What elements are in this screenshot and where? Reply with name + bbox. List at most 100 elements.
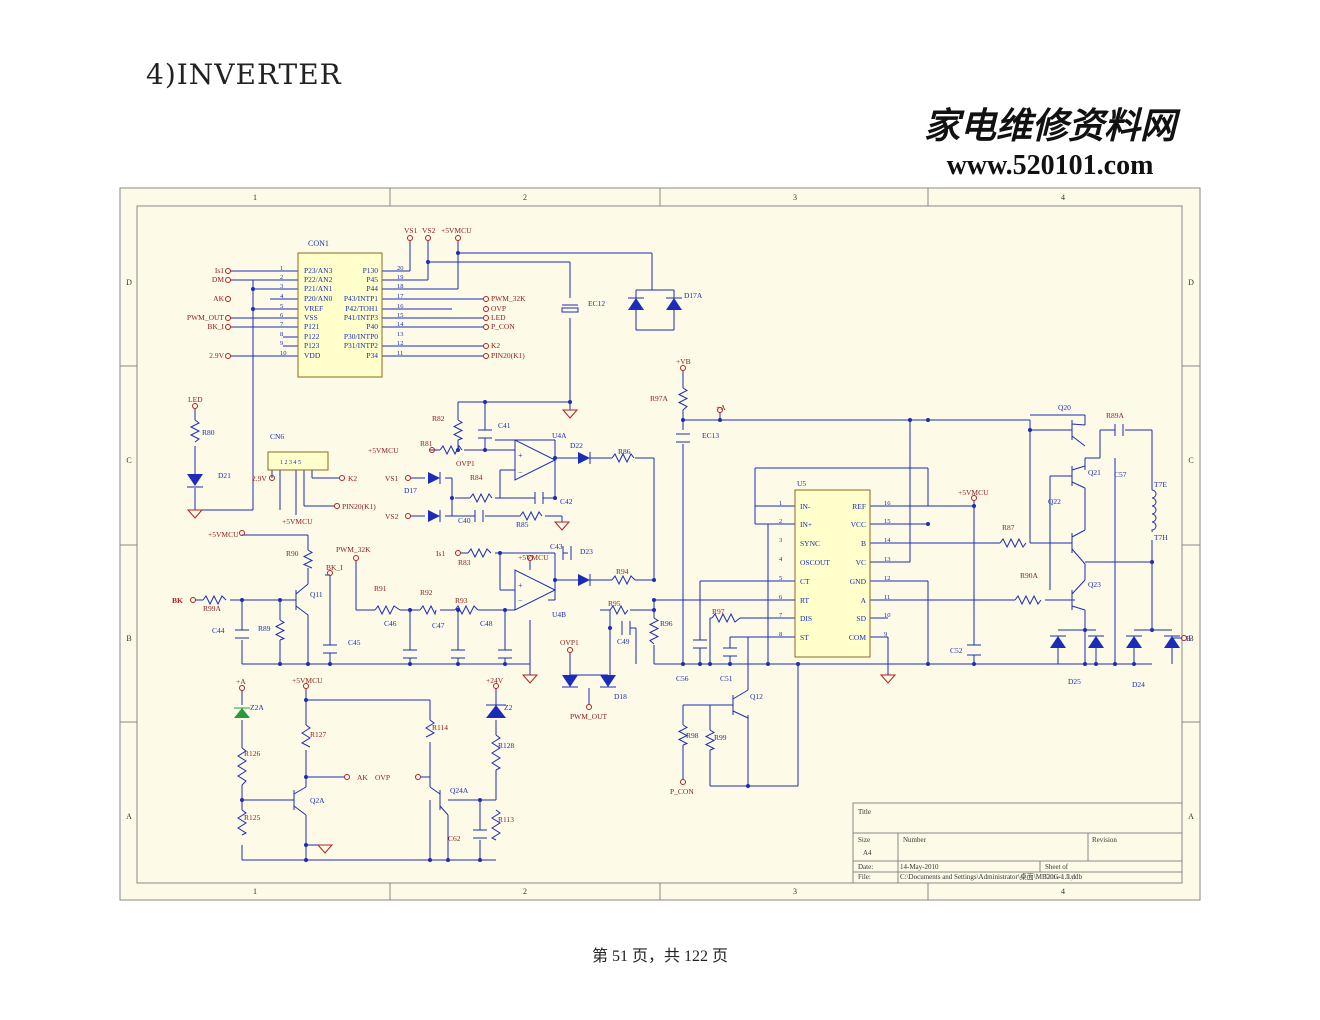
con1-right-pin-num: 11: [397, 350, 403, 357]
col-label: 2: [523, 887, 527, 896]
con1-left-pin-num: 9: [280, 340, 283, 347]
u5-left-pin-name: SYNC: [800, 539, 820, 548]
con1-right-pin-num: 17: [397, 293, 404, 300]
con1-left-pin-name: P122: [304, 332, 320, 341]
r89a-label: R89A: [1106, 411, 1125, 420]
r114-label: R114: [432, 723, 448, 732]
u5-left-pin-name: ST: [800, 633, 809, 642]
u5-right-pin-name: GND: [850, 577, 867, 586]
q24a-label: Q24A: [450, 786, 469, 795]
title-label: Title: [858, 808, 871, 816]
col-label: 3: [793, 193, 797, 202]
con1-left-net: DM: [212, 275, 224, 284]
svg-text:−: −: [518, 468, 523, 477]
con1-right-net: K2: [491, 341, 500, 350]
cn6-label: CN6: [270, 432, 284, 441]
ground-symbols: [316, 409, 897, 854]
con1-left-net: Is1: [215, 266, 224, 275]
r97-label: R97: [712, 607, 725, 616]
u5-right-pin-name: REF: [852, 502, 866, 511]
con1-left-pin-name: VREF: [304, 304, 323, 313]
r99-label: R99: [714, 733, 727, 742]
con1-right-net: PIN20(K1): [491, 351, 525, 360]
con1-right-pin-name: P42/TOH1: [345, 304, 378, 313]
c48-label: C48: [480, 619, 493, 628]
u5-left-pin-name: IN-: [800, 502, 811, 511]
u5-left-pin-num: 6: [779, 594, 783, 601]
c43-label: C43: [550, 542, 563, 551]
is1-label: Is1: [436, 549, 445, 558]
p-con-label: P_CON: [670, 787, 694, 796]
r126-label: R126: [244, 749, 261, 758]
col-label: 1: [253, 887, 257, 896]
date-value: 14-May-2010: [900, 863, 939, 871]
con1-left-net: AK: [213, 294, 224, 303]
con1-right-pin-name: P41/INTP3: [344, 313, 378, 322]
con1-right-pin-num: 18: [397, 283, 404, 290]
c49-label: C49: [617, 637, 630, 646]
con1-right-pin-name: P31/INTP2: [344, 341, 378, 350]
watermark-logo: 家电维修资料网 www.520101.com: [924, 106, 1181, 180]
con1-left-pin-name: VSS: [304, 313, 318, 322]
u4a-label: U4A: [552, 431, 567, 440]
c51-label: C51: [720, 674, 733, 683]
q20-label: Q20: [1058, 403, 1071, 412]
5vmcu-b-label: +5VMCU: [292, 676, 323, 685]
u4a-opamp: [514, 439, 557, 481]
plus-a-label: +A: [716, 403, 726, 412]
cn6-29v: 2.9V: [252, 474, 267, 483]
con1-right-net: PWM_32K: [491, 294, 526, 303]
u5-right-pin-num: 10: [884, 612, 891, 619]
pa-label: +A: [236, 677, 246, 686]
row-label: D: [1188, 278, 1194, 287]
r99a-label: R99A: [203, 604, 222, 613]
r98-label: R98: [686, 731, 699, 740]
r90-label: R90: [286, 549, 299, 558]
u5-right-pin-name: COM: [849, 633, 866, 642]
row-label: B: [1188, 634, 1193, 643]
r94-label: R94: [616, 567, 629, 576]
r84-label: R84: [470, 473, 483, 482]
net-vs2: VS2: [422, 226, 436, 235]
watermark-url: www.520101.com: [947, 150, 1154, 180]
file-value: C:\Documents and Settings\Administrator\…: [900, 872, 1082, 881]
drawn-label: Drawn By:: [1045, 873, 1076, 881]
con1-left-pin-name: P121: [304, 322, 320, 331]
q21-label: Q21: [1088, 468, 1101, 477]
con1-left-pin-num: 5: [280, 303, 283, 310]
q12-label: Q12: [750, 692, 763, 701]
col-label: 4: [1061, 193, 1065, 202]
q2a-label: Q2A: [310, 796, 325, 805]
con1-right-pin-num: 20: [397, 265, 404, 272]
revision-label: Revision: [1092, 836, 1117, 844]
net-port: [483, 306, 489, 312]
vb-label: +VB: [676, 357, 691, 366]
u5-left-pin-name: CT: [800, 577, 810, 586]
u5-right-pin-name: VC: [856, 558, 866, 567]
net-port: [225, 296, 231, 302]
net-port: [483, 296, 489, 302]
r95-label: R95: [608, 599, 621, 608]
vs1-label: VS1: [385, 474, 399, 483]
cn6-pin20: PIN20(K1): [342, 502, 376, 511]
page-heading: 4)INVERTER: [146, 58, 342, 91]
u5-right-pin-name: B: [861, 539, 866, 548]
ovp1b-label: OVP1: [560, 638, 579, 647]
u5-left-pin-num: 2: [779, 518, 782, 525]
r128-label: R128: [498, 741, 515, 750]
5vmcu-q11: +5VMCU: [208, 530, 239, 539]
col-label: 1: [253, 193, 257, 202]
date-label: Date:: [858, 863, 873, 871]
c62-label: C62: [448, 834, 461, 843]
net-port: [483, 315, 489, 321]
watermark-cn: 家电维修资料网: [924, 106, 1181, 146]
con1-right-pin-name: P40: [366, 322, 378, 331]
cn6-connector: [267, 451, 329, 471]
u5-right-pin-num: 14: [884, 537, 891, 544]
c46-label: C46: [384, 619, 397, 628]
r91-label: R91: [374, 584, 387, 593]
con1-right-pin-num: 19: [397, 274, 404, 281]
col-label: 3: [793, 887, 797, 896]
b-label: B: [1186, 634, 1191, 643]
